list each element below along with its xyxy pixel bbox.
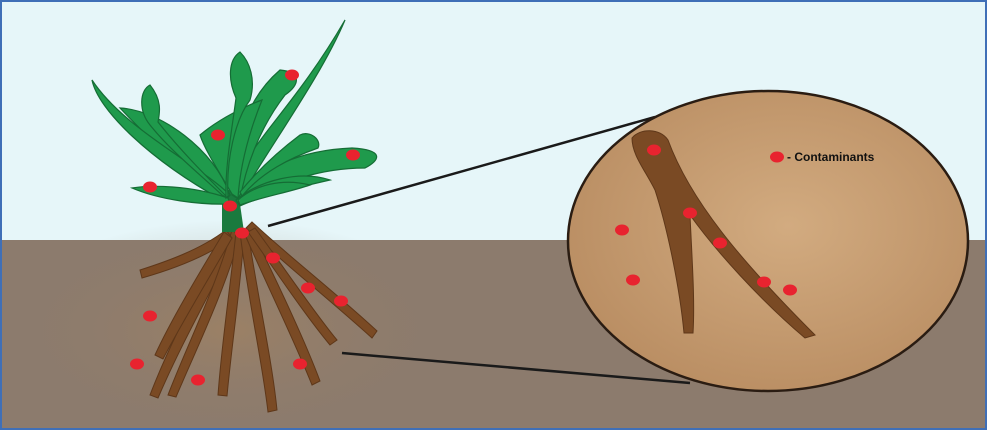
contaminant-dot (757, 277, 771, 288)
contaminant-dot (683, 208, 697, 219)
zoom-circle (568, 91, 968, 391)
contaminant-dot (626, 275, 640, 286)
contaminant-dot (293, 359, 307, 370)
contaminant-dot (301, 283, 315, 294)
contaminant-dot (235, 228, 249, 239)
contaminant-dot (191, 375, 205, 386)
zoom-circle-background (568, 91, 968, 391)
contaminant-dot (223, 201, 237, 212)
legend-label: - Contaminants (787, 150, 875, 164)
contaminant-dot (130, 359, 144, 370)
contaminant-dot (285, 70, 299, 81)
contaminant-dot (647, 145, 661, 156)
contaminant-dot (334, 296, 348, 307)
contaminant-dot (713, 238, 727, 249)
contaminant-dot (346, 150, 360, 161)
legend-contaminant-icon (770, 152, 784, 163)
contaminant-dot (211, 130, 225, 141)
contaminant-dot (143, 182, 157, 193)
contaminant-dot (266, 253, 280, 264)
contaminant-dot (615, 225, 629, 236)
contaminant-dot (143, 311, 157, 322)
contaminant-dot (783, 285, 797, 296)
